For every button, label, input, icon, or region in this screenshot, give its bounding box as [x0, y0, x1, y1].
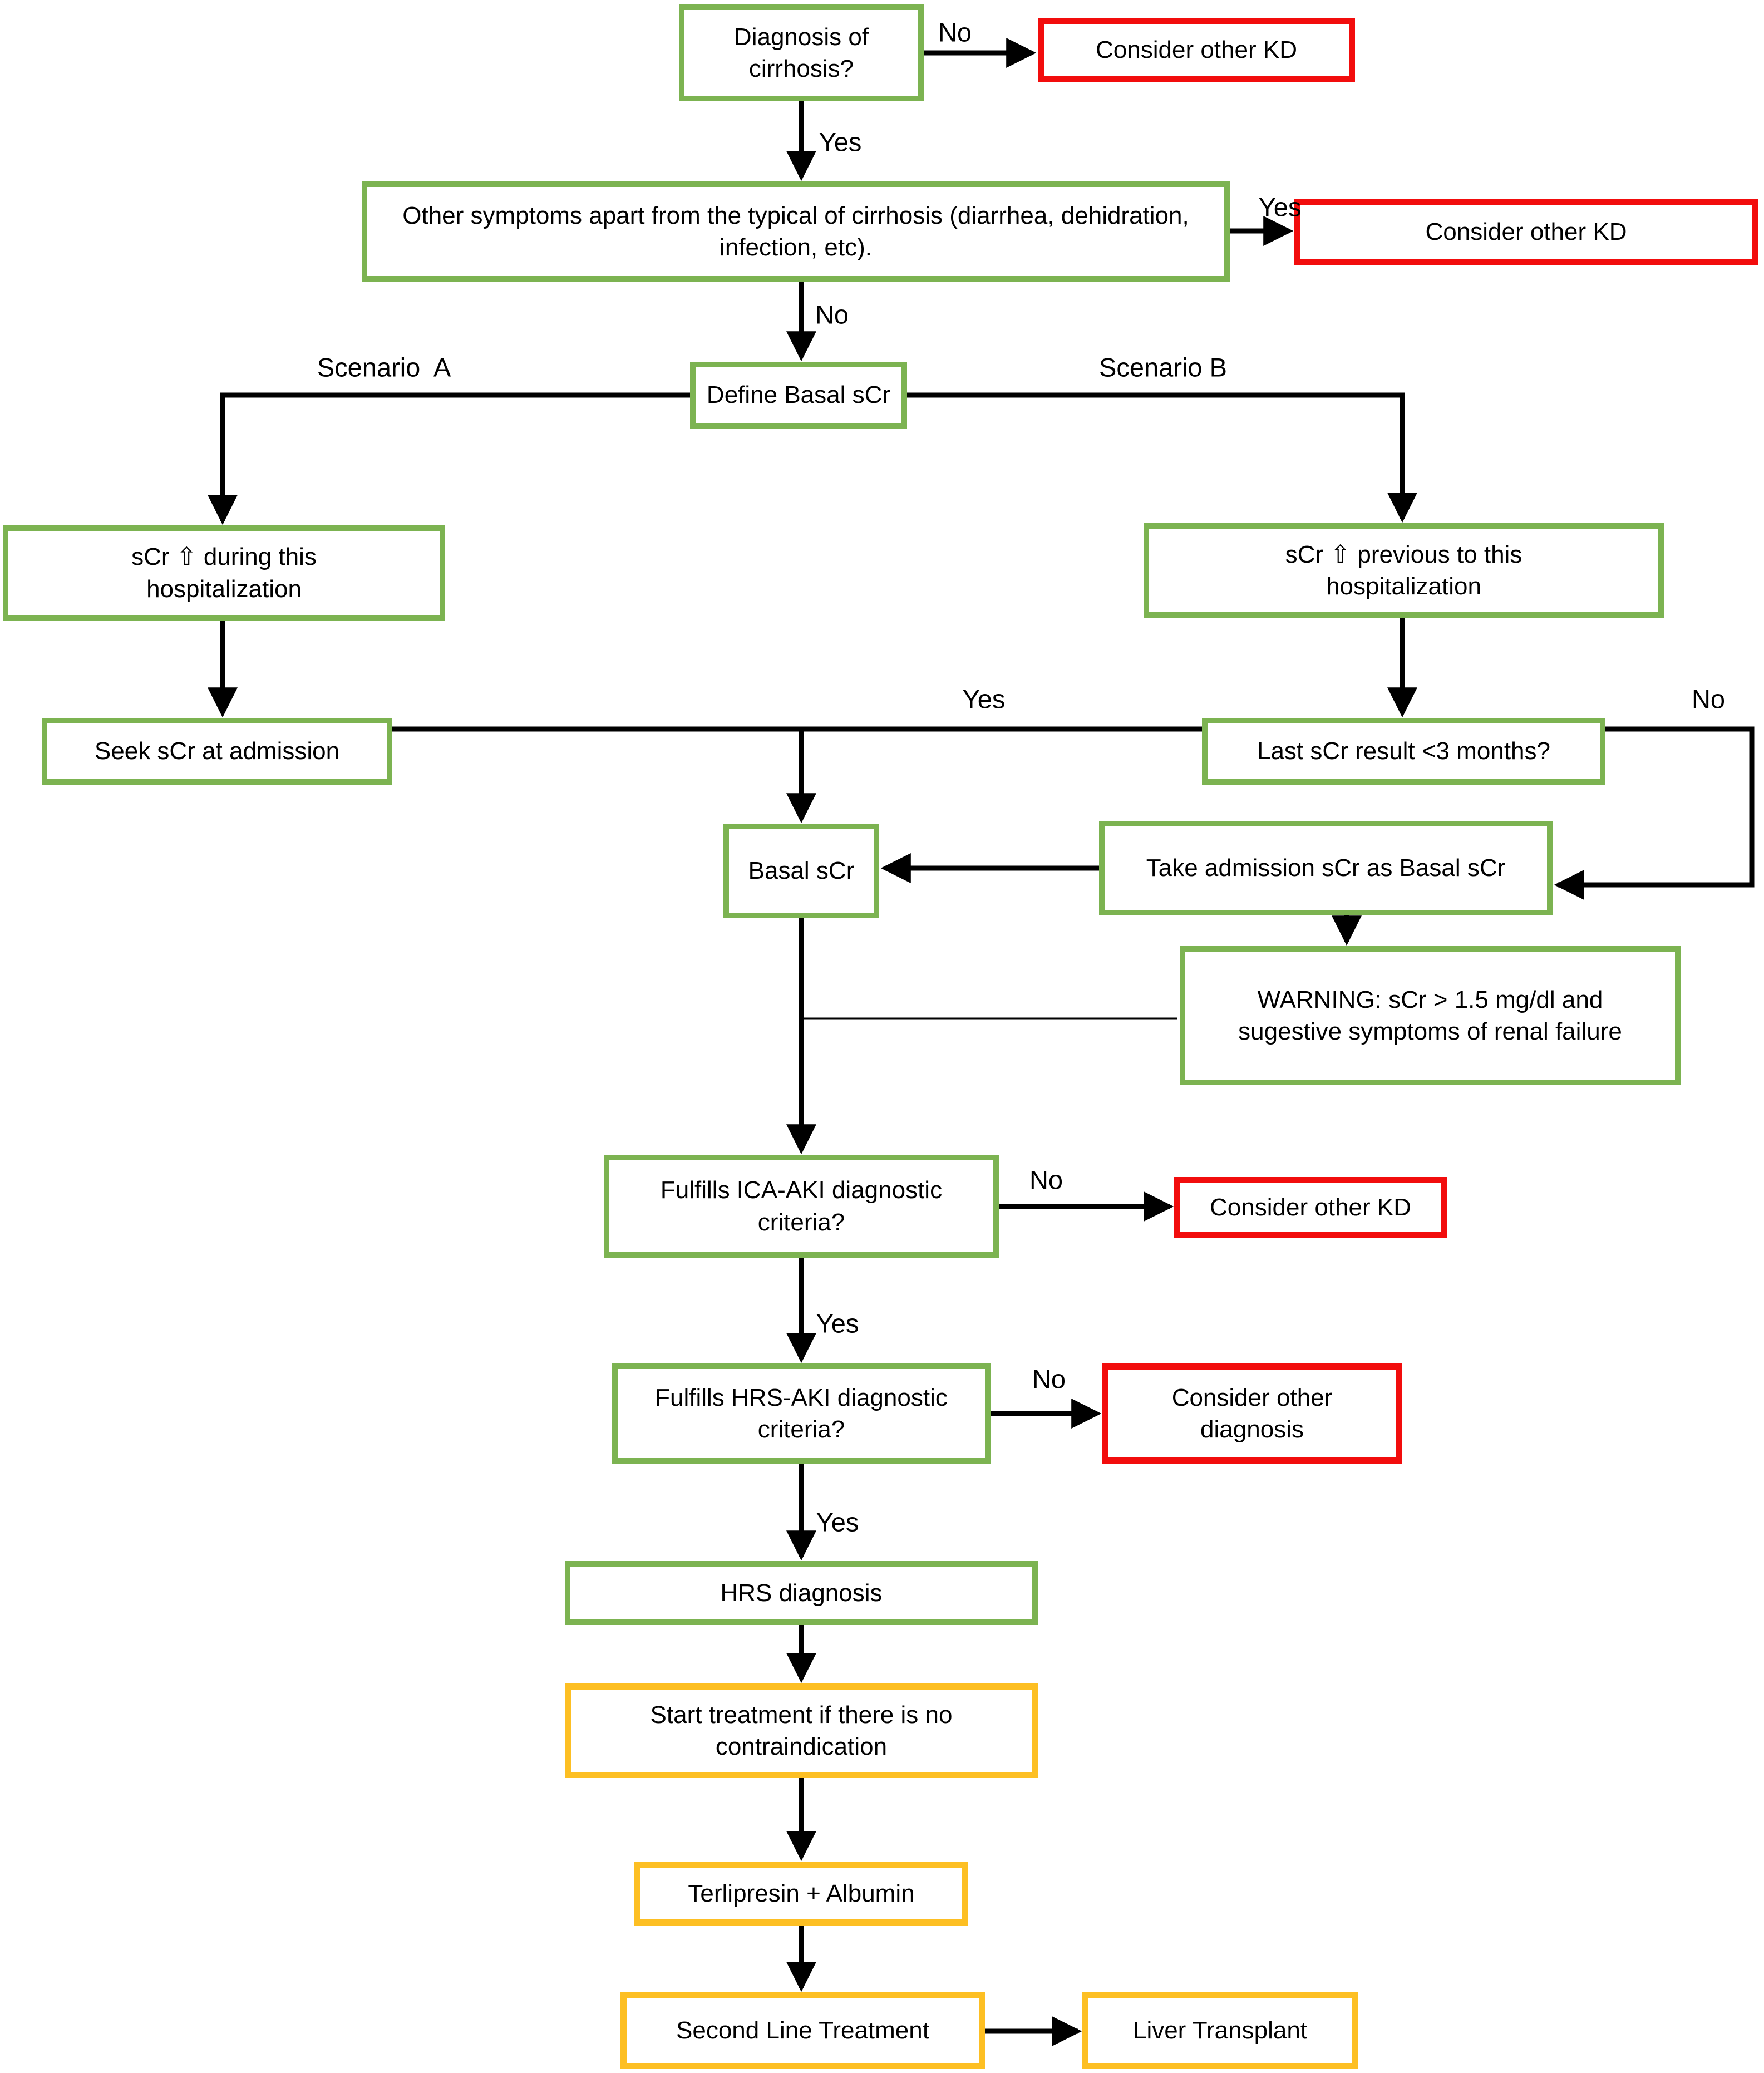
label-ica-yes: Yes [816, 1308, 859, 1338]
label-ica-no: No [1029, 1165, 1063, 1195]
node-terlipresin-albumin: Terlipresin + Albumin [634, 1862, 968, 1926]
node-second-line-treatment: Second Line Treatment [620, 1992, 985, 2069]
label-hrs-yes: Yes [816, 1507, 859, 1537]
node-scr-up-previous-hospitalization: sCr ⇧ previous to this hospitalization [1144, 523, 1664, 618]
label-last-scr-yes: Yes [962, 684, 1006, 714]
edge-scenario-a [208, 392, 696, 525]
node-liver-transplant: Liver Transplant [1082, 1992, 1358, 2069]
label-symptoms-yes: Yes [1258, 192, 1302, 222]
node-warning-scr: WARNING: sCr > 1.5 mg/dl and sugestive s… [1180, 946, 1681, 1085]
label-scenario-b: Scenario B [1099, 352, 1227, 382]
node-hrs-diagnosis: HRS diagnosis [565, 1561, 1038, 1625]
edge-last-no [1554, 726, 1755, 900]
node-define-basal-scr: Define Basal sCr [690, 362, 907, 429]
label-scenario-a: Scenario A [317, 352, 451, 382]
label-symptoms-no: No [815, 299, 849, 329]
node-consider-other-kd-1: Consider other KD [1038, 18, 1355, 82]
node-last-scr-result: Last sCr result <3 months? [1202, 718, 1605, 785]
node-diagnosis-of-cirrhosis: Diagnosis of cirrhosis? [679, 4, 924, 101]
node-basal-scr: Basal sCr [723, 824, 879, 918]
node-other-symptoms: Other symptoms apart from the typical of… [362, 181, 1230, 282]
label-hrs-no: No [1032, 1364, 1066, 1394]
node-seek-scr-at-admission: Seek sCr at admission [42, 718, 392, 785]
node-start-treatment: Start treatment if there is no contraind… [565, 1683, 1038, 1778]
label-last-scr-no: No [1691, 684, 1726, 714]
node-fulfills-ica-aki: Fulfills ICA-AKI diagnostic criteria? [604, 1155, 999, 1258]
label-diagnosis-no: No [938, 17, 972, 47]
node-scr-up-during-hospitalization: sCr ⇧ during this hospitalization [3, 525, 445, 621]
node-consider-other-kd-3: Consider other KD [1174, 1177, 1447, 1238]
node-consider-other-diagnosis: Consider other diagnosis [1102, 1363, 1402, 1464]
edge-scenario-b [907, 392, 1417, 523]
node-fulfills-hrs-aki: Fulfills HRS-AKI diagnostic criteria? [612, 1363, 991, 1464]
node-consider-other-kd-2: Consider other KD [1294, 199, 1758, 265]
label-diagnosis-yes: Yes [819, 127, 862, 157]
node-take-admission-scr: Take admission sCr as Basal sCr [1099, 821, 1553, 915]
